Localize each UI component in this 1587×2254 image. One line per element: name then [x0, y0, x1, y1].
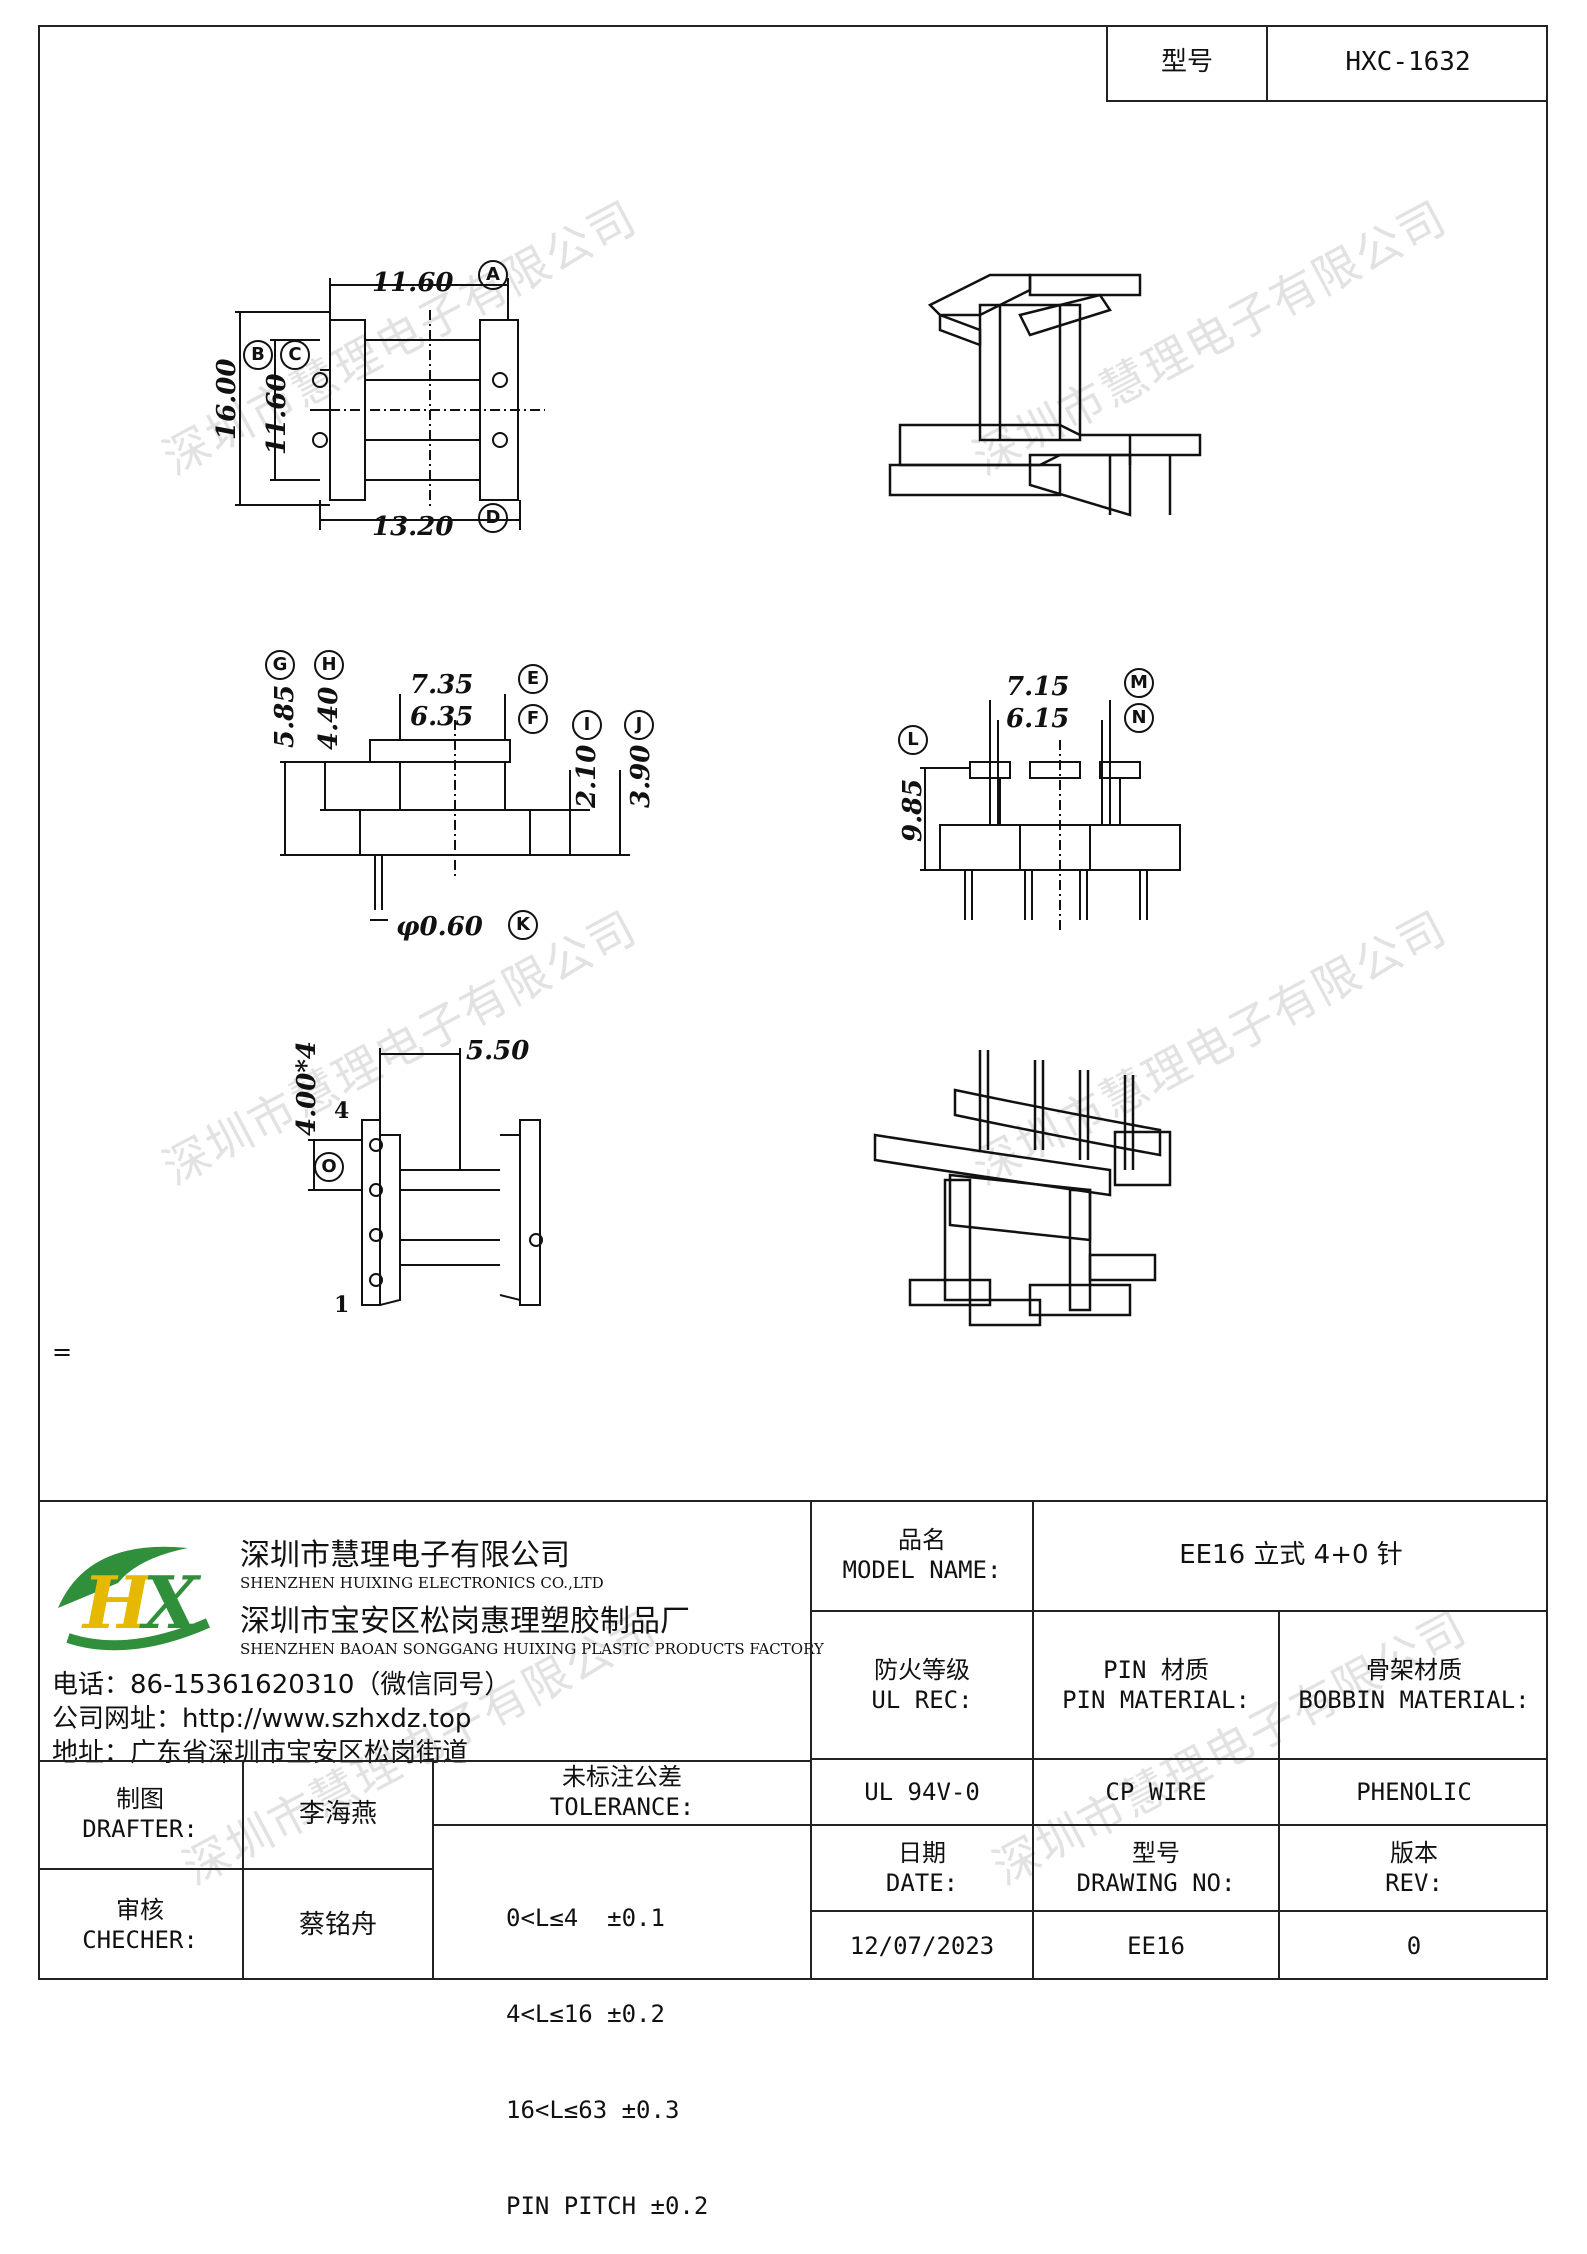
label-b: B	[243, 340, 273, 370]
company-phone: 电话：86-15361620310（微信同号）	[52, 1670, 511, 1700]
bobbin-material-value: PHENOLIC	[1278, 1760, 1548, 1826]
checker-en: CHECHER:	[82, 1926, 198, 1954]
dim-7-35: 7.35	[410, 670, 474, 700]
header-model-value: HXC-1632	[1266, 25, 1548, 102]
model-name-value: EE16 立式 4+0 针	[1032, 1500, 1548, 1612]
drawing-frame	[38, 25, 1548, 1980]
tolerance-label: 未标注公差 TOLERANCE:	[432, 1760, 810, 1826]
ul-rec-label: 防火等级 UL REC:	[810, 1612, 1032, 1760]
ul-rec-en: UL REC:	[871, 1686, 973, 1714]
date-label: 日期 DATE:	[810, 1826, 1032, 1912]
dim-pin-diameter: φ0.60	[396, 912, 483, 942]
dim-11-60-top: 11.60	[372, 268, 454, 298]
checker-label: 审核 CHECHER:	[38, 1870, 242, 1980]
pin-material-cn: PIN 材质	[1103, 1656, 1209, 1684]
factory-name-en: SHENZHEN BAOAN SONGGANG HUIXING PLASTIC …	[240, 1640, 824, 1658]
tolerance-line: 4<L≤16 ±0.2	[506, 2000, 665, 2028]
dim-6-35: 6.35	[410, 702, 474, 732]
company-website: 公司网址：http://www.szhxdz.top	[52, 1704, 472, 1734]
rev-en: REV:	[1385, 1869, 1443, 1897]
tolerance-table: 0<L≤4 ±0.1 4<L≤16 ±0.2 16<L≤63 ±0.3 PIN …	[432, 1826, 810, 2220]
tolerance-cn: 未标注公差	[562, 1763, 682, 1791]
dim-3-90: 3.90	[626, 744, 656, 808]
label-n: N	[1124, 703, 1154, 733]
header-model-label: 型号	[1106, 25, 1266, 102]
dim-16-00: 16.00	[212, 358, 242, 440]
drawing-no-cn: 型号	[1132, 1839, 1180, 1867]
dim-4-40: 4.40	[314, 686, 344, 750]
top-view-drawing	[235, 278, 545, 530]
label-o: O	[314, 1152, 344, 1182]
label-h: H	[314, 650, 344, 680]
ul-rec-value: UL 94V-0	[810, 1760, 1032, 1826]
tolerance-line: 16<L≤63 ±0.3	[506, 2096, 680, 2124]
drafter-name: 李海燕	[242, 1760, 432, 1870]
drafter-cn: 制图	[116, 1785, 164, 1813]
dim-7-15: 7.15	[1006, 672, 1070, 702]
model-name-en: MODEL NAME:	[842, 1556, 1002, 1584]
model-name-cn: 品名	[898, 1526, 946, 1554]
date-en: DATE:	[885, 1869, 959, 1897]
label-i: I	[572, 710, 602, 740]
dim-6-15: 6.15	[1006, 704, 1070, 734]
dim-9-85: 9.85	[898, 778, 928, 842]
rev-label: 版本 REV:	[1278, 1826, 1548, 1912]
label-l: L	[898, 725, 928, 755]
label-m: M	[1124, 668, 1154, 698]
bobbin-material-cn: 骨架材质	[1366, 1656, 1462, 1684]
model-name-label: 品名 MODEL NAME:	[810, 1500, 1032, 1612]
label-c: C	[280, 340, 310, 370]
svg-text:X: X	[139, 1560, 202, 1645]
pin-material-label: PIN 材质 PIN MATERIAL:	[1032, 1612, 1278, 1760]
svg-text:H: H	[81, 1560, 153, 1645]
dim-4-00x4: 4.00*4	[292, 1040, 322, 1136]
tolerance-line: 0<L≤4 ±0.1	[506, 1904, 665, 1932]
dim-5-85: 5.85	[270, 684, 300, 748]
checker-cn: 审核	[116, 1896, 164, 1924]
rev-value: 0	[1278, 1912, 1548, 1980]
pin-material-value: CP WIRE	[1032, 1760, 1278, 1826]
label-d: D	[478, 503, 508, 533]
label-a: A	[478, 260, 508, 290]
dim-5-50: 5.50	[466, 1036, 530, 1066]
title-block	[38, 1500, 1548, 1982]
tolerance-line: PIN PITCH ±0.2	[506, 2192, 709, 2220]
dim-2-10: 2.10	[572, 744, 602, 808]
dim-11-60-side: 11.60	[262, 373, 292, 455]
lower-left-divider	[38, 1760, 810, 1762]
bobbin-material-label: 骨架材质 BOBBIN MATERIAL:	[1278, 1612, 1548, 1760]
label-g: G	[265, 650, 295, 680]
rev-cn: 版本	[1390, 1839, 1438, 1867]
ul-rec-cn: 防火等级	[874, 1656, 970, 1684]
label-e: E	[518, 664, 548, 694]
checker-name: 蔡铭舟	[242, 1870, 432, 1980]
drawing-no-value: EE16	[1032, 1912, 1278, 1980]
drafter-en: DRAFTER:	[82, 1815, 198, 1843]
tolerance-en: TOLERANCE:	[549, 1793, 695, 1821]
label-k: K	[508, 910, 538, 940]
front-view-drawing	[280, 694, 630, 921]
drawing-no-en: DRAWING NO:	[1076, 1869, 1236, 1897]
company-logo: H X	[48, 1528, 218, 1658]
drafter-label: 制图 DRAFTER:	[38, 1760, 242, 1870]
stray-mark: =	[52, 1338, 73, 1366]
company-name-cn: 深圳市慧理电子有限公司	[240, 1538, 570, 1573]
side-view-drawing	[920, 700, 1181, 930]
drawing-no-label: 型号 DRAWING NO:	[1032, 1826, 1278, 1912]
isometric-view-top	[888, 273, 1202, 517]
pin-1-label: 1	[334, 1292, 350, 1318]
company-name-en: SHENZHEN HUIXING ELECTRONICS CO.,LTD	[240, 1574, 604, 1592]
company-address: 地址：广东省深圳市宝安区松岗街道	[52, 1738, 469, 1768]
factory-name-cn: 深圳市宝安区松岗惠理塑胶制品厂	[240, 1604, 690, 1639]
date-cn: 日期	[898, 1839, 946, 1867]
label-f: F	[518, 704, 548, 734]
pin-material-en: PIN MATERIAL:	[1062, 1686, 1250, 1714]
bottom-view-drawing	[308, 1048, 543, 1306]
dim-13-20: 13.20	[372, 512, 454, 542]
date-value: 12/07/2023	[810, 1912, 1032, 1980]
isometric-view-bottom	[873, 1050, 1172, 1327]
pin-4-label: 4	[334, 1098, 350, 1124]
label-j: J	[624, 710, 654, 740]
bobbin-material-en: BOBBIN MATERIAL:	[1298, 1686, 1530, 1714]
